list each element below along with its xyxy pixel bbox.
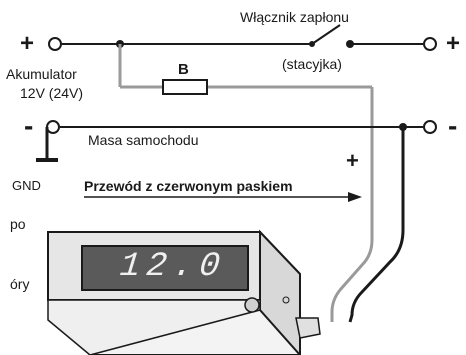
- voltmeter-device: [47, 229, 321, 355]
- positive-line: [48, 37, 437, 51]
- left-fragment-2: óry: [10, 276, 30, 292]
- terminal-left-top-label: +: [20, 30, 35, 57]
- resistor-label: B: [178, 61, 189, 78]
- switch-symbol-icon: [309, 24, 354, 48]
- switch-title: Włącznik zapłonu: [240, 9, 349, 25]
- battery-name: Akumulator: [6, 66, 77, 82]
- terminal-right-mid-icon: [423, 120, 437, 134]
- gnd-label: GND: [12, 178, 41, 193]
- display-window: [81, 245, 249, 291]
- battery-voltage: 12V (24V): [20, 85, 84, 101]
- red-wire-path: [118, 44, 374, 322]
- switch-subtitle: (stacyjka): [282, 56, 342, 72]
- ground-symbol-icon: [36, 127, 58, 162]
- display-value: 12.0: [118, 248, 228, 286]
- terminal-right-mid-label: -: [448, 110, 458, 141]
- terminal-right-top-icon: [423, 37, 437, 51]
- terminal-left-mid-label: -: [24, 110, 34, 141]
- terminal-left-mid-icon: [46, 120, 60, 134]
- red-wire-polarity: +: [346, 148, 359, 173]
- chassis-ground-line: [46, 120, 437, 134]
- adjust-knob-icon: [244, 297, 260, 313]
- red-wire-label: Przewód z czerwonym paskiem: [84, 178, 293, 194]
- resistor-symbol-icon: [162, 79, 208, 95]
- terminal-right-top-label: +: [446, 30, 461, 57]
- ground-wire-path: [348, 127, 405, 323]
- terminal-left-top-icon: [48, 37, 62, 51]
- chassis-ground-label: Masa samochodu: [88, 132, 199, 148]
- arrow-right-icon: [84, 192, 362, 202]
- left-fragment-1: po: [10, 216, 26, 232]
